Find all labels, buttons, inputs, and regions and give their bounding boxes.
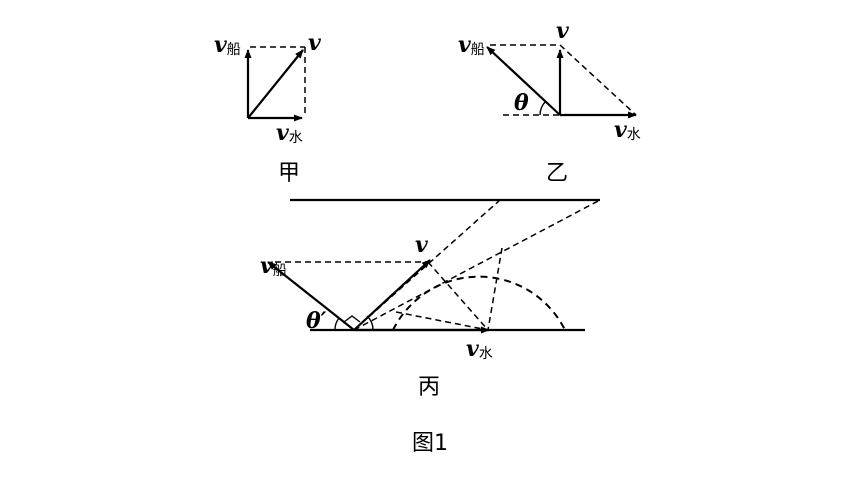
- yi-label-v: v: [556, 18, 569, 44]
- jia-label-v-water: v水: [276, 120, 303, 146]
- yi-theta-arc: [539, 100, 547, 116]
- yi-label-theta: θ: [514, 90, 529, 116]
- bing-label-v-water: v水: [466, 336, 493, 362]
- bing-boat-velocity-arrow: [267, 261, 355, 331]
- panel-jia: v船 v v水 甲: [214, 30, 321, 186]
- yi-dashed-diagonal: [559, 44, 637, 116]
- caption-jia: 甲: [278, 161, 300, 186]
- bing-dashed-v-to-water: [427, 261, 489, 331]
- bing-theta-prime-arc: [334, 317, 340, 331]
- jia-label-v-boat: v船: [214, 32, 241, 58]
- jia-resultant-velocity-arrow: [247, 49, 304, 119]
- bing-label-v: v: [415, 232, 428, 258]
- bing-label-theta-prime: θ′: [306, 308, 327, 334]
- bing-dashed-tangent-to-water: [487, 247, 503, 331]
- caption-yi: 乙: [546, 161, 568, 186]
- yi-boat-velocity-arrow: [486, 46, 561, 116]
- panel-yi: v船 v θ v水 乙: [458, 18, 641, 186]
- yi-label-v-boat: v船: [458, 32, 485, 58]
- bing-angle-arc-right: [366, 315, 374, 331]
- bing-dashed-ray-shallow: [353, 199, 601, 331]
- figure-caption: 图1: [412, 431, 448, 456]
- panel-bing: v船 v θ′ v水 丙: [260, 198, 601, 400]
- bing-semicircle: [392, 275, 566, 331]
- bing-right-angle-mark: [343, 315, 361, 323]
- jia-label-v: v: [308, 30, 321, 56]
- bing-dashed-inner: [395, 311, 489, 331]
- yi-label-v-water: v水: [614, 117, 641, 143]
- bing-resultant-velocity-arrow: [353, 259, 431, 331]
- bing-label-v-boat: v船: [260, 253, 287, 279]
- caption-bing: 丙: [418, 375, 440, 400]
